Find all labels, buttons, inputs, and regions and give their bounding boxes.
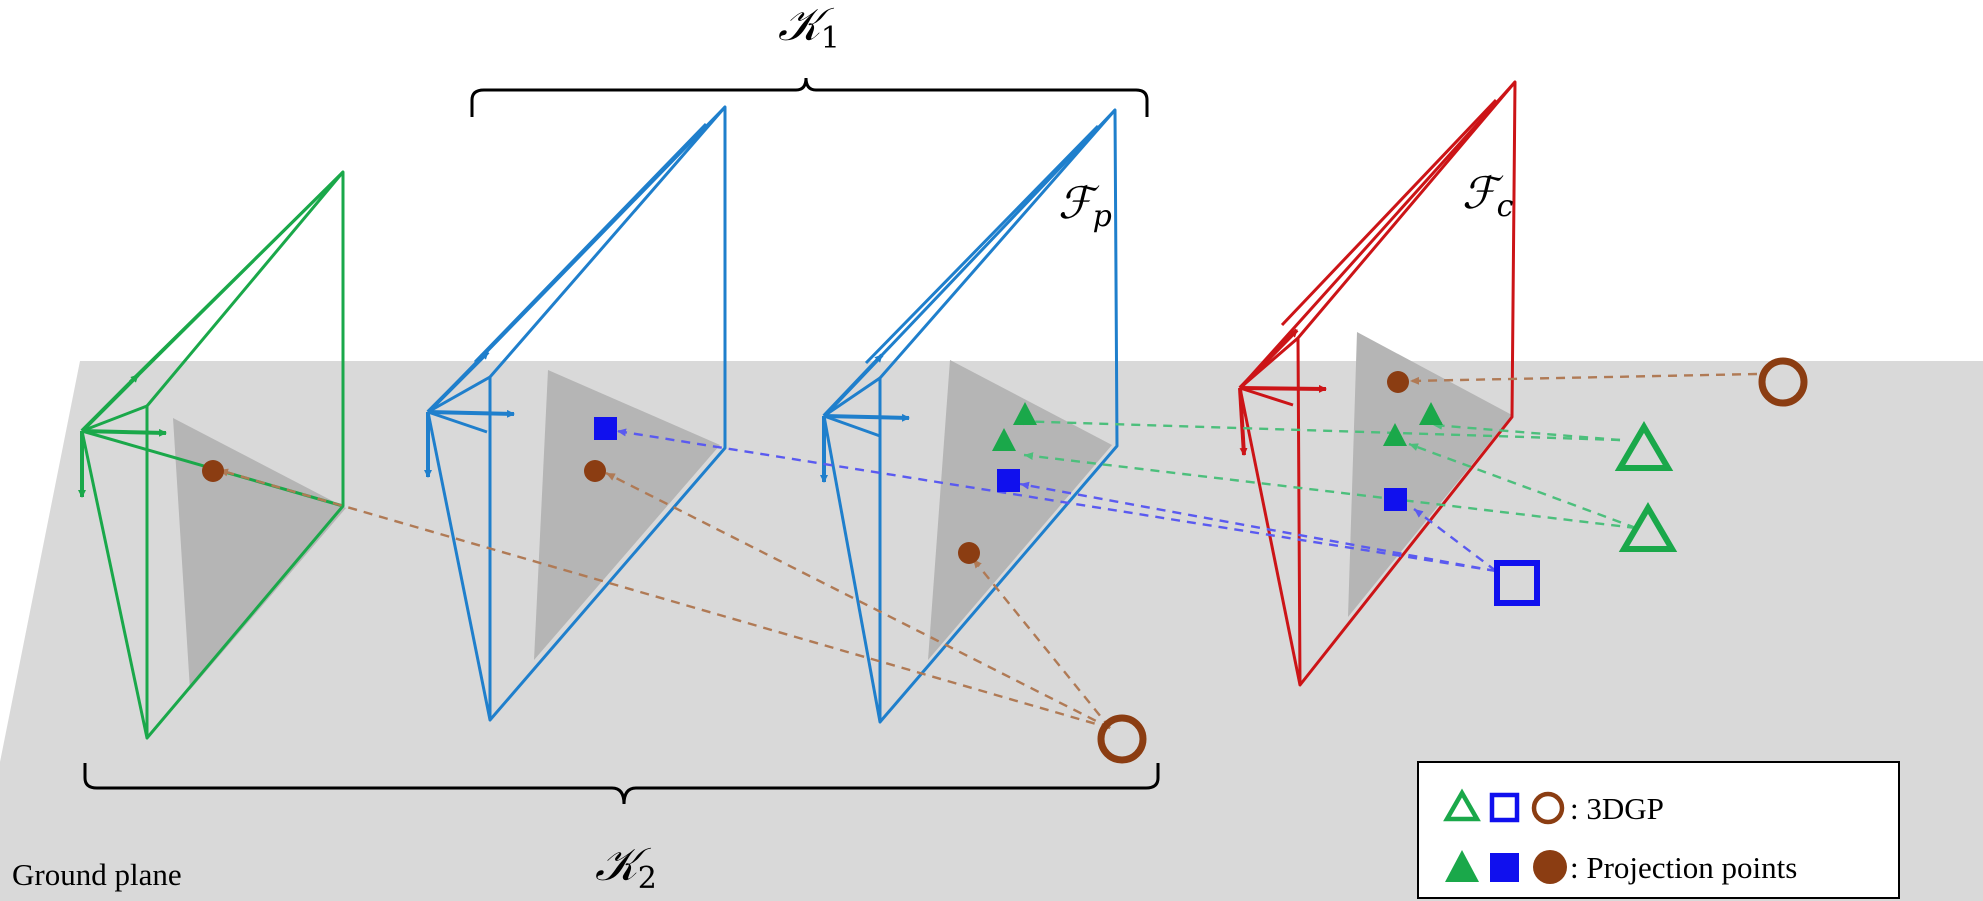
label-k1: 𝒦1 — [778, 0, 840, 56]
projection-square-blue-cam-2 — [997, 469, 1020, 492]
brace-k1 — [470, 77, 1149, 117]
3dgp-circle-right — [1758, 357, 1808, 407]
camera-red — [1238, 80, 1517, 687]
projection-triangle-1 — [1013, 402, 1037, 425]
shadow-green — [173, 418, 346, 690]
projection-triangle-2 — [992, 428, 1016, 451]
legend-proj-triangle-icon — [1445, 850, 1479, 882]
camera-blue-2 — [820, 108, 1119, 724]
projection-points — [202, 371, 1443, 564]
shadow-blue-1 — [534, 370, 720, 660]
legend-proj-circle-icon — [1533, 850, 1567, 884]
projection-triangle-4 — [1383, 423, 1407, 446]
ground-plane-label: Ground plane — [12, 857, 182, 892]
legend-proj-square-icon — [1490, 853, 1519, 882]
projection-circle-green-cam — [202, 460, 224, 482]
3dgp-triangle-bottom — [1618, 502, 1678, 552]
camera-green — [78, 170, 346, 740]
legend-3dgp-circle-icon — [1531, 791, 1565, 825]
legend-3dgp-text: : 3DGP — [1570, 791, 1664, 826]
shadow-red — [1348, 332, 1512, 617]
projection-rays — [218, 372, 1758, 730]
3dgp-circle-bottom — [1097, 714, 1147, 764]
brace-k2 — [83, 763, 1160, 805]
projection-square-blue-cam-1 — [594, 417, 617, 440]
projection-triangle-3 — [1419, 402, 1443, 425]
legend-3dgp-triangle-icon — [1443, 788, 1481, 822]
3dgp-points — [1097, 357, 1808, 764]
legend: : 3DGP : Projection points — [1417, 761, 1900, 899]
shadow-blue-2 — [928, 360, 1112, 660]
3dgp-triangle-top — [1614, 421, 1674, 471]
3dgp-square — [1494, 560, 1540, 606]
projection-circle-red-cam — [1387, 371, 1409, 393]
legend-3dgp-square-icon — [1489, 792, 1520, 823]
label-fc: ℱc — [1462, 168, 1514, 224]
label-fp: ℱp — [1058, 178, 1112, 234]
projection-circle-blue-cam-2 — [958, 542, 980, 564]
camera-blue-1 — [424, 105, 727, 722]
legend-proj-text: : Projection points — [1570, 850, 1797, 885]
projection-square-red-cam — [1384, 488, 1407, 511]
projection-circle-blue-cam-1 — [584, 460, 606, 482]
